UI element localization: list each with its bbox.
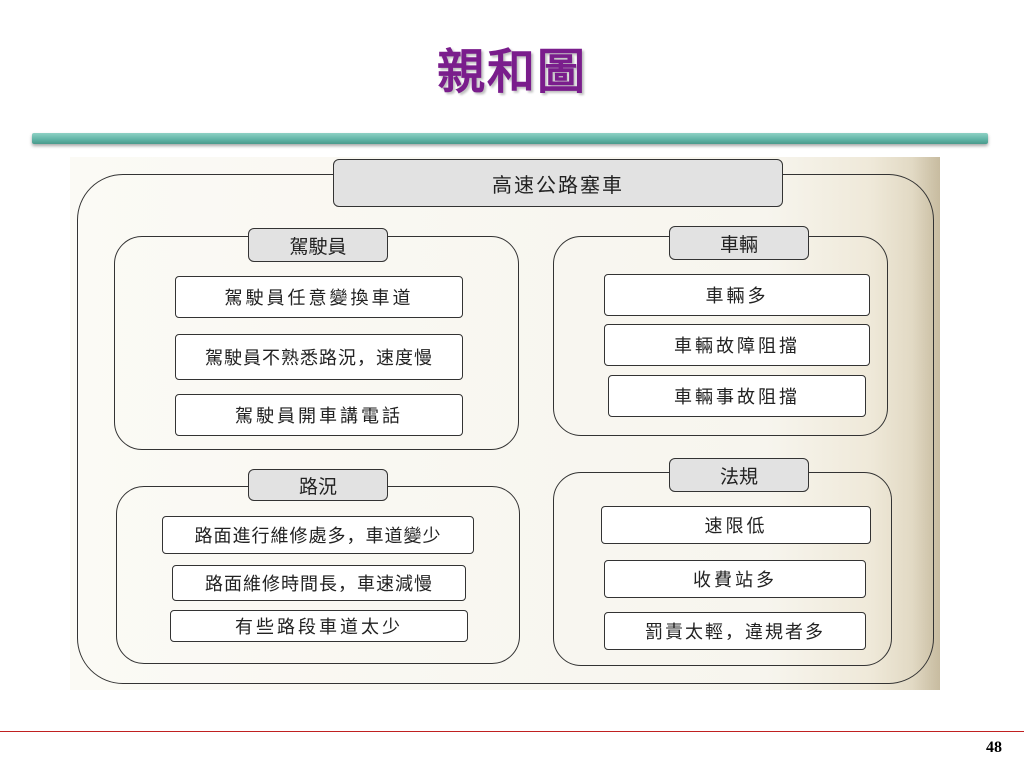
group-driver-item: 駕駛員任意變換車道: [175, 276, 463, 318]
group-road-item: 路面進行維修處多，車道變少: [162, 516, 474, 554]
group-vehicle-item: 車輛事故阻擋: [608, 375, 866, 417]
footer-rule: [0, 731, 1024, 732]
group-driver-header: 駕駛員: [248, 228, 388, 262]
group-driver-item: 駕駛員不熟悉路況，速度慢: [175, 334, 463, 380]
group-regulation-item: 速限低: [601, 506, 871, 544]
title-divider: [32, 133, 988, 144]
group-regulation-item: 收費站多: [604, 560, 866, 598]
group-road-item: 有些路段車道太少: [170, 610, 468, 642]
group-vehicle-item: 車輛多: [604, 274, 870, 316]
root-header: 高速公路塞車: [333, 159, 783, 207]
group-road-item: 路面維修時間長，車速減慢: [172, 565, 466, 601]
group-driver-item: 駕駛員開車講電話: [175, 394, 463, 436]
group-regulation-item: 罰責太輕，違規者多: [604, 612, 866, 650]
group-vehicle-item: 車輛故障阻擋: [604, 324, 870, 366]
page-edge-shadow: [912, 157, 940, 690]
group-road-header: 路況: [248, 469, 388, 501]
slide-title: 親和圖: [436, 44, 587, 100]
group-vehicle-header: 車輛: [669, 226, 809, 260]
page-number: 48: [986, 739, 1002, 756]
group-regulation-header: 法規: [669, 458, 809, 492]
